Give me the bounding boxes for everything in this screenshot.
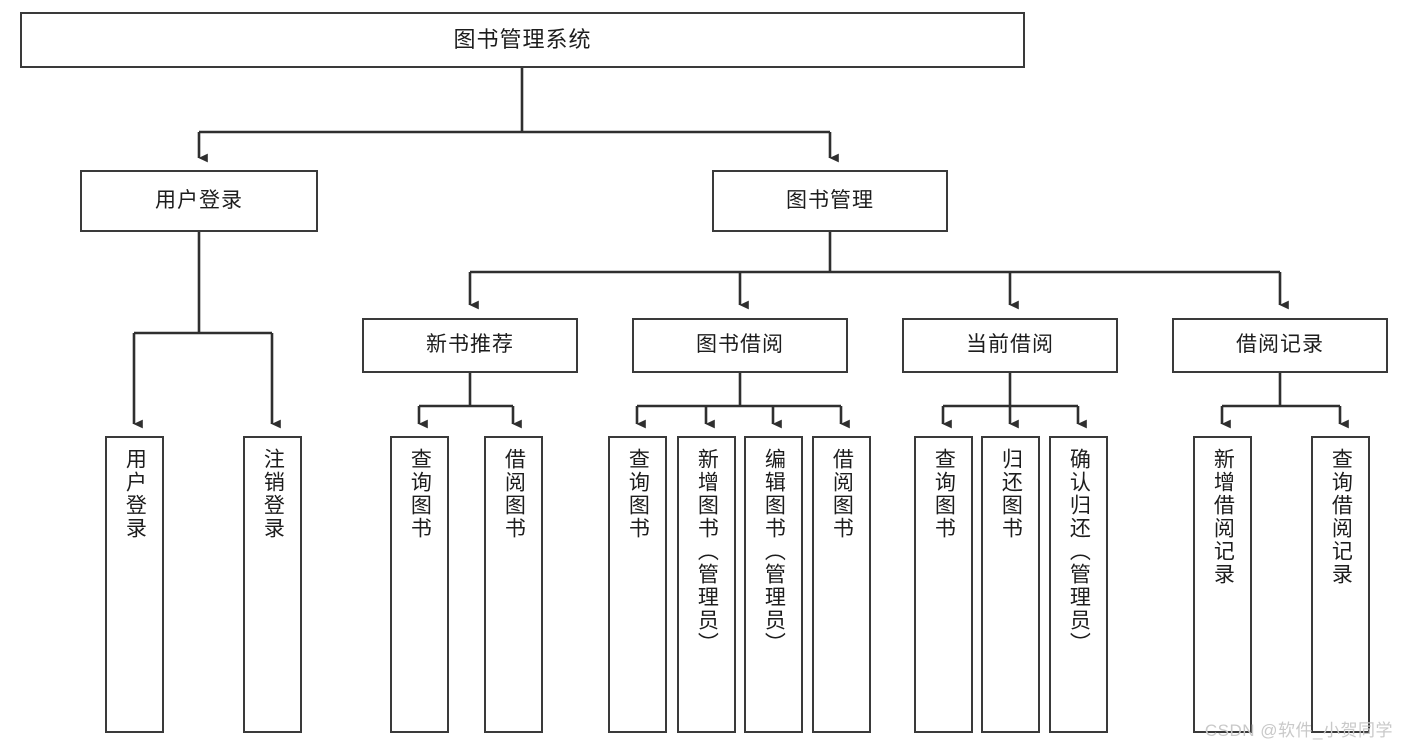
leaf-query-book-recommendation[interactable]: 查询图书 [390, 436, 449, 733]
leaf-return-book[interactable]: 归还图书 [981, 436, 1040, 733]
node-borrowing-record[interactable]: 借阅记录 [1172, 318, 1388, 373]
node-label: 用户登录 [123, 448, 147, 540]
leaf-user-login[interactable]: 用户登录 [105, 436, 164, 733]
node-book-borrowing[interactable]: 图书借阅 [632, 318, 848, 373]
node-label: 归还图书 [999, 448, 1023, 540]
leaf-confirm-return-admin[interactable]: 确认归还（管理员） [1049, 436, 1108, 733]
node-label: 借阅图书 [502, 448, 526, 540]
node-user-login[interactable]: 用户登录 [80, 170, 318, 232]
node-new-book-recommendation[interactable]: 新书推荐 [362, 318, 578, 373]
leaf-borrow-book-recommendation[interactable]: 借阅图书 [484, 436, 543, 733]
node-label: 编辑图书（管理员） [762, 448, 786, 655]
watermark: CSDN @软件_小贺同学 [1204, 721, 1393, 740]
node-label: 图书借阅 [696, 333, 784, 357]
node-label: 新书推荐 [426, 333, 514, 357]
leaf-borrow-book-borrowing[interactable]: 借阅图书 [812, 436, 871, 733]
node-label: 查询图书 [626, 448, 650, 540]
node-label: 查询图书 [932, 448, 956, 540]
node-label: 当前借阅 [966, 333, 1054, 357]
node-label: 确认归还（管理员） [1067, 448, 1091, 655]
node-book-management[interactable]: 图书管理 [712, 170, 948, 232]
node-label: 图书管理 [786, 188, 874, 212]
node-current-borrowing[interactable]: 当前借阅 [902, 318, 1118, 373]
node-label: 借阅图书 [830, 448, 854, 540]
node-label: 借阅记录 [1236, 333, 1324, 357]
leaf-user-logout[interactable]: 注销登录 [243, 436, 302, 733]
node-label: 新增借阅记录 [1211, 448, 1235, 586]
leaf-add-book-admin[interactable]: 新增图书（管理员） [677, 436, 736, 733]
node-label: 图书管理系统 [453, 27, 592, 53]
leaf-query-book-current[interactable]: 查询图书 [914, 436, 973, 733]
node-label: 查询图书 [408, 448, 432, 540]
node-label: 用户登录 [155, 188, 243, 212]
node-label: 查询借阅记录 [1329, 448, 1353, 586]
node-root-book-management-system[interactable]: 图书管理系统 [20, 12, 1025, 68]
leaf-query-borrowing-record[interactable]: 查询借阅记录 [1311, 436, 1370, 733]
node-label: 注销登录 [261, 448, 285, 540]
leaf-add-borrowing-record[interactable]: 新增借阅记录 [1193, 436, 1252, 733]
leaf-edit-book-admin[interactable]: 编辑图书（管理员） [744, 436, 803, 733]
node-label: 新增图书（管理员） [695, 448, 719, 655]
leaf-query-book-borrowing[interactable]: 查询图书 [608, 436, 667, 733]
